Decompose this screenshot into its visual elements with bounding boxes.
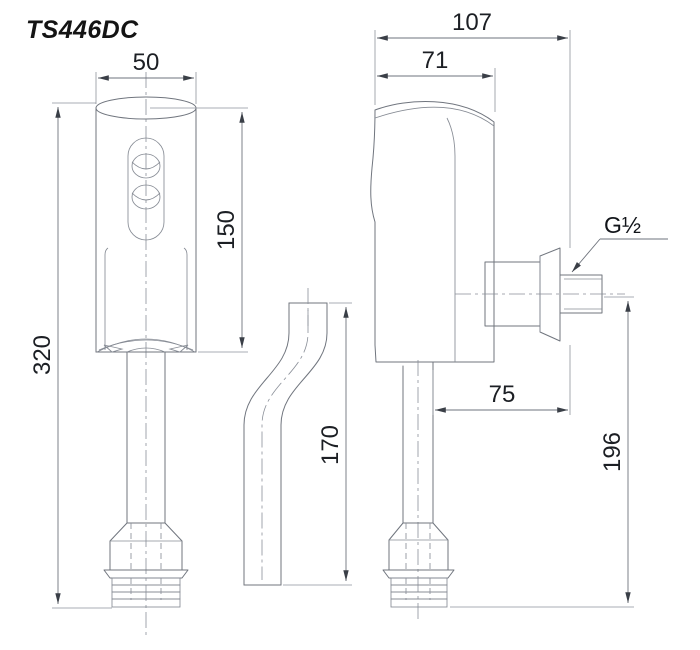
spout-detail-view: 170 [243, 288, 352, 586]
side-view-aerator [382, 522, 455, 608]
side-view-body [370, 101, 495, 363]
dimension-71-text: 71 [422, 47, 449, 74]
dimension-196-text: 196 [599, 432, 626, 472]
page-title: TS446DC [26, 16, 139, 44]
dimension-depth-total: 107 [374, 9, 571, 248]
dimension-spout-height: 196 [450, 296, 634, 608]
dimension-spout-drop: 170 [283, 302, 352, 586]
front-view: 50 150 320 [29, 49, 248, 638]
dimension-107-text: 107 [452, 9, 492, 36]
sensor-window [127, 137, 165, 241]
dimension-body-height: 150 [150, 107, 248, 353]
g-half-thread-label: G½ [604, 212, 641, 238]
side-view: 107 71 75 196 [370, 9, 668, 620]
dimension-depth-body: 71 [377, 47, 496, 112]
inlet-connector [455, 247, 625, 342]
side-view-spout-tube [402, 360, 434, 620]
dimension-spout-offset: 75 [432, 345, 571, 415]
inlet-thread-annotation: G½ [571, 212, 668, 273]
dimension-170-text: 170 [317, 425, 344, 465]
dimension-320-text: 320 [29, 335, 56, 375]
front-view-spout-tube [126, 347, 166, 524]
dimension-50-text: 50 [133, 49, 160, 76]
dimension-width-top: 50 [95, 49, 197, 104]
dimension-75-text: 75 [489, 381, 516, 408]
front-view-aerator [103, 522, 189, 608]
dimension-total-height: 320 [29, 102, 112, 609]
dimension-150-text: 150 [213, 210, 240, 250]
